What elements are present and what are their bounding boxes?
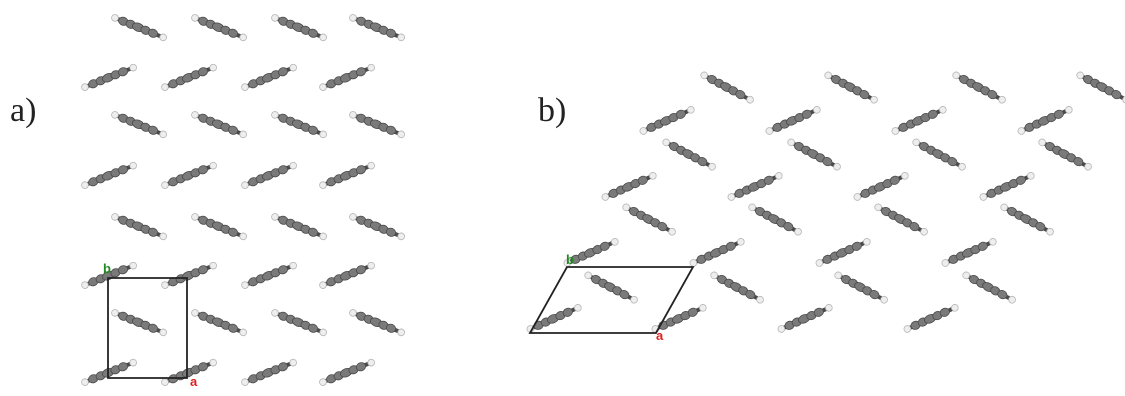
molecule [689, 238, 745, 267]
molecule [191, 14, 247, 42]
molecule [979, 172, 1035, 201]
molecule [526, 304, 582, 333]
axis-label-a: a [656, 328, 664, 343]
molecule [161, 63, 217, 91]
molecule [271, 14, 327, 42]
panel-a [81, 14, 405, 386]
molecule [710, 271, 764, 304]
molecule [319, 358, 375, 386]
molecule [349, 213, 405, 241]
molecule [241, 161, 297, 189]
molecule [271, 309, 327, 337]
molecule [319, 161, 375, 189]
molecule [834, 271, 888, 304]
molecule [941, 238, 997, 267]
molecule [1038, 138, 1092, 171]
molecule [349, 111, 405, 139]
molecule [777, 304, 833, 333]
molecule [662, 138, 716, 171]
molecule [651, 304, 707, 333]
molecule [319, 63, 375, 91]
molecule [1000, 203, 1054, 236]
molecule [787, 138, 841, 171]
panel-b-label: b) [538, 92, 567, 129]
molecule [765, 106, 821, 135]
molecule [111, 309, 167, 337]
unit-cell-b [528, 266, 695, 334]
panel-b [526, 71, 1125, 333]
molecule [748, 203, 802, 236]
panel-a-label: a) [10, 92, 37, 129]
molecule [191, 111, 247, 139]
molecule [639, 106, 695, 135]
molecule [622, 203, 676, 236]
molecule [191, 309, 247, 337]
molecule [191, 213, 247, 241]
molecule [111, 14, 167, 42]
molecule [584, 271, 638, 304]
molecule [349, 309, 405, 337]
molecule [1076, 71, 1125, 104]
molecule [700, 71, 754, 104]
molecule [319, 261, 375, 289]
molecule [874, 203, 928, 236]
molecule [952, 71, 1006, 104]
axis-label-a: a [190, 374, 198, 389]
molecule [161, 261, 217, 289]
molecule [111, 111, 167, 139]
molecule [161, 161, 217, 189]
molecule [912, 138, 966, 171]
molecule [891, 106, 947, 135]
molecule [962, 271, 1016, 304]
molecule [853, 172, 909, 201]
molecule [1017, 106, 1073, 135]
molecule [81, 358, 137, 386]
molecule [81, 63, 137, 91]
molecule [815, 238, 871, 267]
molecule [271, 111, 327, 139]
molecule [903, 304, 959, 333]
molecule [824, 71, 878, 104]
molecule [601, 172, 657, 201]
molecule [241, 358, 297, 386]
molecule [727, 172, 783, 201]
molecule [111, 213, 167, 241]
molecule [241, 63, 297, 91]
unit-cell-a [107, 277, 188, 379]
molecule [563, 238, 619, 267]
molecule [349, 14, 405, 42]
molecule [271, 213, 327, 241]
molecule [241, 261, 297, 289]
axis-label-b: b [566, 252, 574, 267]
molecule [81, 161, 137, 189]
axis-label-b: b [103, 261, 111, 276]
